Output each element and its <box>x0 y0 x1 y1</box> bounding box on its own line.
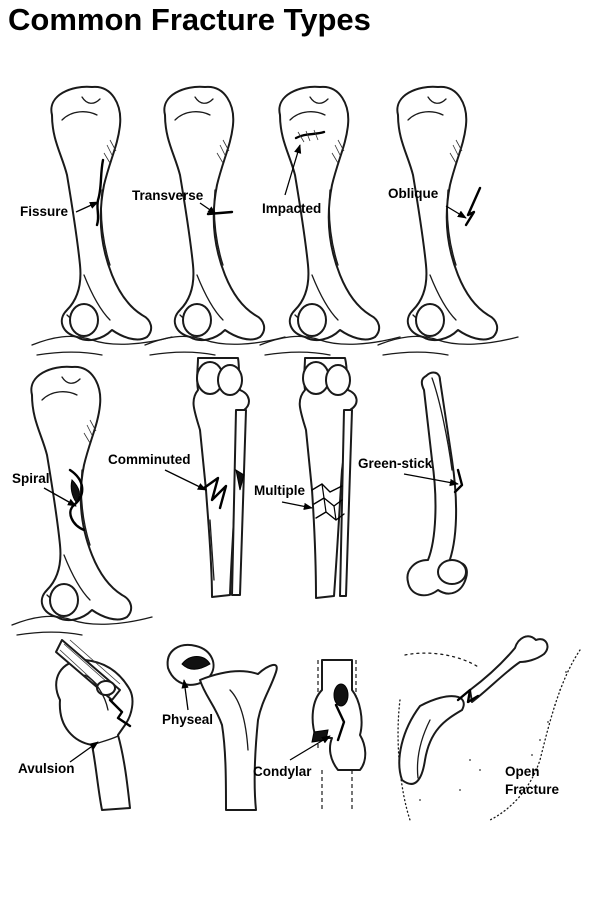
bone-transverse <box>144 85 286 356</box>
pointer-avulsion <box>69 741 99 763</box>
label-avulsion: Avulsion <box>18 761 75 776</box>
bone-avulsion <box>55 639 134 811</box>
bone-physeal <box>166 644 278 811</box>
label-condylar: Condylar <box>253 764 312 779</box>
label-spiral: Spiral <box>12 471 50 486</box>
pointer-physeal <box>181 679 189 711</box>
label-multiple: Multiple <box>254 483 305 498</box>
pointer-spiral <box>43 487 77 507</box>
pointer-transverse <box>199 202 217 215</box>
label-transverse: Transverse <box>132 188 204 203</box>
label-oblique: Oblique <box>388 186 439 201</box>
bone-fissure <box>31 85 173 356</box>
label-comminuted: Comminuted <box>108 452 191 467</box>
page-title: Common Fracture Types <box>8 2 371 37</box>
bone-spiral <box>11 365 153 636</box>
pointer-condylar <box>289 735 331 761</box>
label-physeal: Physeal <box>162 712 213 727</box>
pointer-multiple <box>281 501 313 510</box>
bone-impacted <box>259 85 401 356</box>
bone-comminuted <box>192 357 250 598</box>
label-impacted: Impacted <box>262 201 321 216</box>
bone-oblique <box>377 85 519 356</box>
pointer-greenstick <box>403 473 459 487</box>
label-open-line1: Open <box>505 764 540 779</box>
pointer-oblique <box>445 205 467 219</box>
label-open-line2: Fracture <box>505 782 560 797</box>
pointer-impacted <box>284 144 302 196</box>
label-greenstick: Green-stick <box>358 456 433 471</box>
pointer-fissure <box>75 201 99 213</box>
bone-open-fracture <box>397 635 581 821</box>
bone-greenstick <box>406 371 468 597</box>
label-fissure: Fissure <box>20 204 69 219</box>
bone-multiple <box>298 357 358 599</box>
pointer-comminuted <box>164 469 207 491</box>
bone-condylar <box>311 659 367 812</box>
